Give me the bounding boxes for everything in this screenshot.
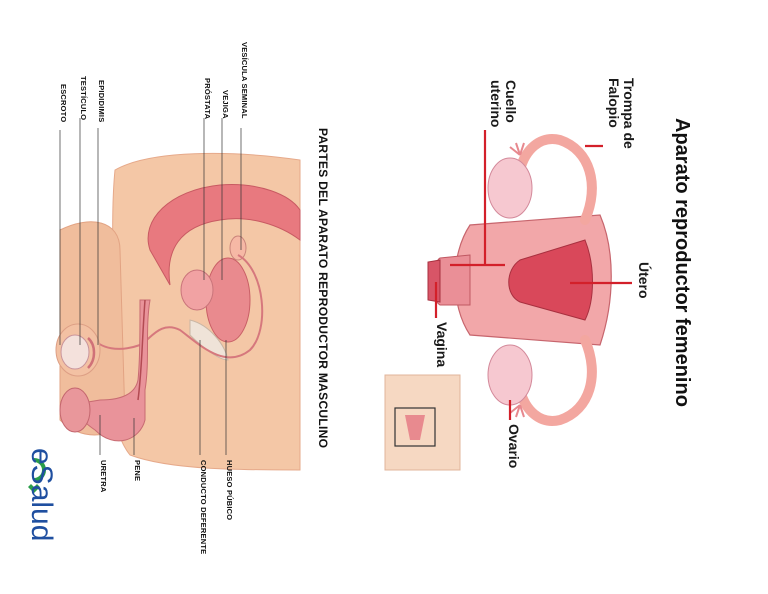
female-diagram-title: Aparato reproductor femenino (671, 118, 693, 407)
fallopian-tube-right (515, 335, 597, 426)
label-trompa-de-falopio: Trompa de Falopio (606, 78, 637, 149)
epididymis-shape (87, 337, 96, 369)
female-callout-lines (434, 130, 632, 420)
logo-heart-shape (28, 484, 40, 493)
label-utero: Útero (636, 262, 652, 299)
female-uterus-illustration (427, 134, 612, 426)
logo-e-shape (33, 458, 46, 482)
ovary-right-shape (487, 344, 533, 406)
label-uretra: URETRA (99, 460, 108, 493)
label-cuello-line1: Cuello (503, 80, 519, 123)
ovary-left-shape (487, 157, 533, 219)
thumbnail-highlight-box (394, 407, 436, 447)
glans-shape (59, 387, 91, 433)
seminal-vesicle-shape (229, 235, 247, 261)
uterus-cavity-shape (508, 239, 593, 321)
male-body-illustration (55, 152, 301, 471)
brand-logo-mark (28, 458, 46, 493)
prostate-shape (180, 269, 214, 311)
brand-logo-text: eSalud (25, 448, 58, 542)
label-trompa-line1: Trompa de (621, 78, 637, 149)
rectum-shape (147, 184, 301, 286)
label-conducto-deferente: CONDUCTO DEFERENTE (199, 460, 208, 555)
label-hueso-pubico: HUESO PÚBICO (225, 460, 234, 521)
fallopian-tube-left (515, 134, 597, 225)
label-cuello-uterino: Cuello uterino (488, 80, 519, 128)
label-pene: PENE (133, 460, 142, 482)
testicle-shape (60, 334, 90, 370)
male-leader-lines (59, 118, 242, 455)
label-testiculo: TESTÍCULO (79, 76, 88, 121)
female-body-thumbnail (384, 374, 461, 471)
label-vagina: Vagina (434, 322, 450, 368)
label-vejiga: VEJIGA (221, 90, 230, 119)
fimbriae-right (509, 404, 525, 418)
fimbriae-left (509, 142, 525, 156)
vas-deferens-shape (89, 254, 264, 359)
label-prostata: PRÓSTATA (203, 78, 212, 120)
label-epididimis: EPIDIDIMIS (97, 80, 106, 123)
label-cuello-line2: uterino (488, 80, 504, 128)
label-ovario: Ovario (506, 424, 522, 469)
label-escroto: ESCROTO (59, 84, 68, 123)
label-trompa-line2: Falopio (606, 78, 622, 128)
urethra-line (137, 299, 146, 401)
vagina-shape (427, 259, 441, 303)
bladder-shape (205, 257, 251, 343)
thumbnail-uterus (405, 415, 425, 440)
male-diagram-title: PARTES DEL APARATO REPRODUCTOR MASCULINO (316, 128, 330, 449)
label-vesicula-seminal: VESÍCULA SEMINAL (240, 42, 249, 119)
